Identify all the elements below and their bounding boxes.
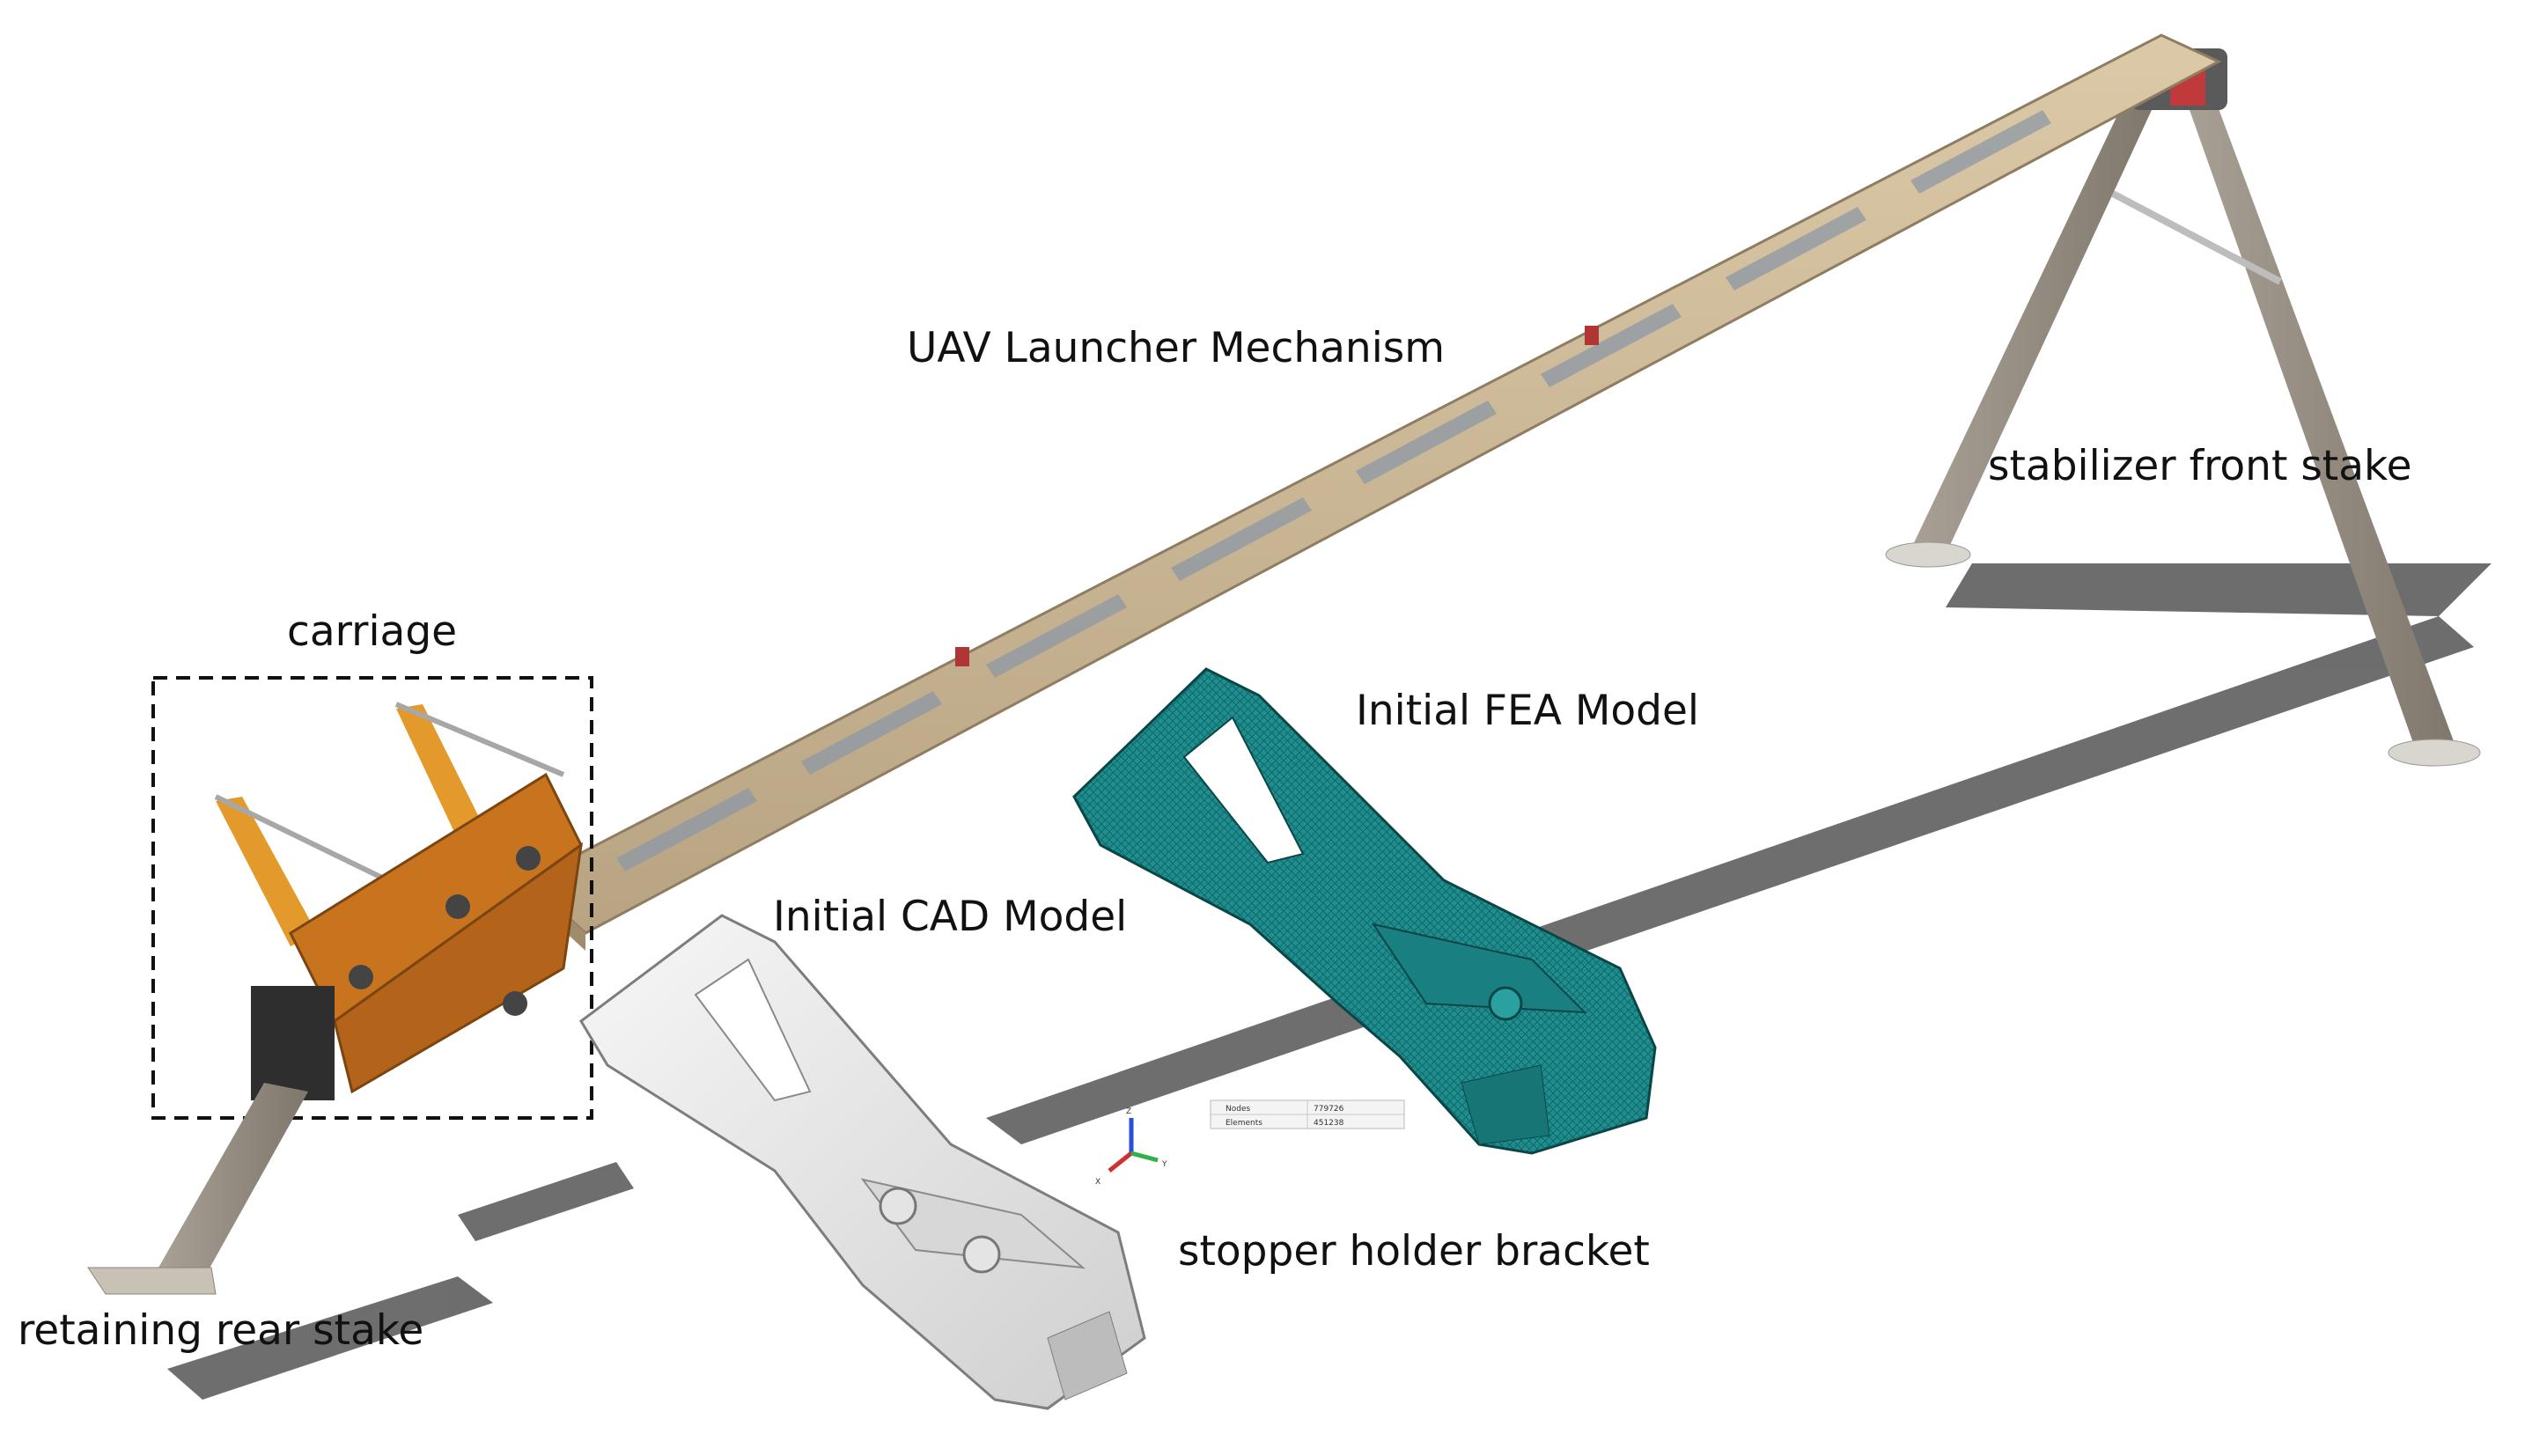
mesh-nodes-value: 779726 (1314, 1105, 1344, 1114)
fea-bracket-model (1072, 667, 1657, 1155)
bracket-label: stopper holder bracket (1178, 1227, 1650, 1276)
launcher-rail (526, 33, 2222, 951)
axis-z-label: Z (1126, 1107, 1131, 1116)
fea-model-label: Initial FEA Model (1356, 687, 1699, 735)
carriage-assembly (214, 702, 583, 1100)
mesh-info-table: Nodes 779726 Elements 451238 (1210, 1099, 1405, 1129)
rear-stake-label: retaining rear stake (18, 1306, 424, 1355)
mesh-nodes-name: Nodes (1226, 1105, 1250, 1114)
mesh-elements-name: Elements (1226, 1119, 1262, 1128)
cad-model-label: Initial CAD Model (773, 893, 1128, 941)
axis-x-label: X (1095, 1178, 1100, 1187)
front-stake-label: stabilizer front stake (1988, 442, 2412, 490)
axis-y-label: Y (1161, 1160, 1167, 1169)
rear-stake (87, 1083, 308, 1295)
launcher-title-label: UAV Launcher Mechanism (907, 324, 1446, 372)
cad-bracket-model (579, 914, 1146, 1410)
carriage-label: carriage (287, 607, 458, 656)
axis-triad: Z X Y (1095, 1107, 1167, 1187)
carriage-highlight-box (151, 676, 593, 1120)
mesh-elements-value: 451238 (1314, 1119, 1344, 1128)
